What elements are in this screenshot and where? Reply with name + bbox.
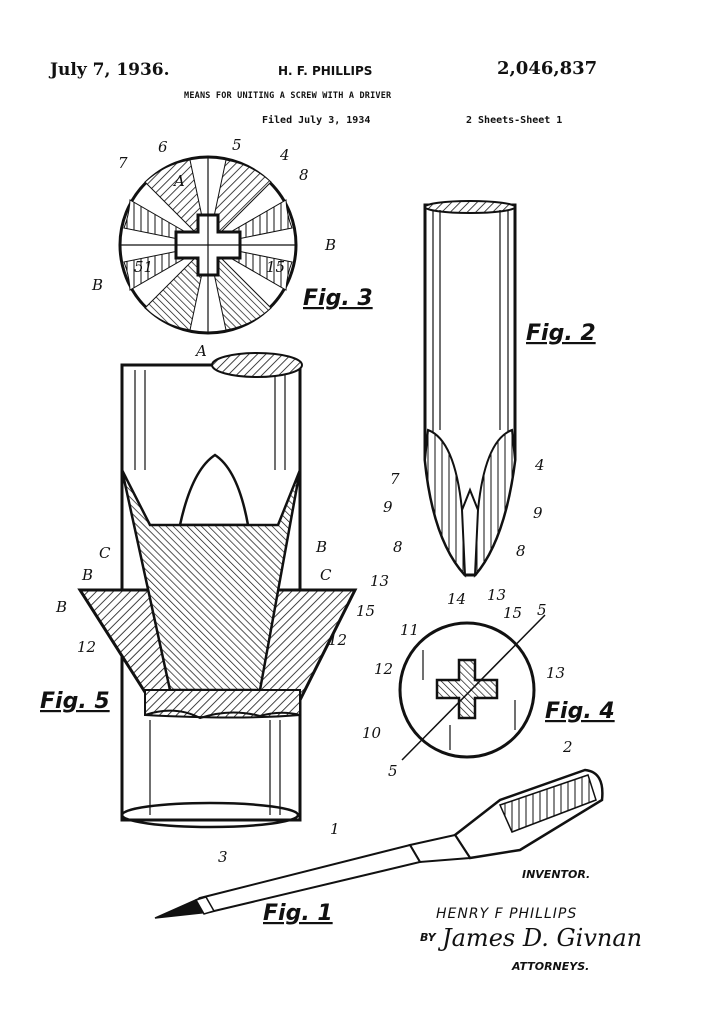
fig5-label-B-top: B [315, 538, 327, 556]
inventor-name: HENRY F PHILLIPS [436, 906, 577, 922]
fig1-label-2: 2 [562, 738, 573, 756]
fig4-label-14: 14 [447, 590, 466, 608]
fig2-label-8-left: 8 [393, 538, 403, 556]
fig5-label-13: 13 [370, 572, 389, 590]
fig1-drawing [154, 768, 604, 919]
fig4-label-11: 11 [400, 621, 419, 639]
fig2-label-4: 4 [534, 456, 545, 474]
fig5-label-B-low: B [55, 598, 67, 616]
fig2-label-8-right: 8 [516, 542, 526, 560]
fig3-drawing [118, 155, 298, 335]
fig5-label-C-left: C [99, 544, 111, 562]
attorney-signature: James D. Givnan [437, 924, 642, 952]
fig4-label-15: 15 [503, 604, 522, 622]
fig3-label-A-bottom: A [194, 342, 207, 360]
fig5-label-12-left: 12 [77, 638, 96, 656]
fig4-label-5-top: 5 [537, 601, 547, 619]
fig5-label-C-right: C [320, 566, 332, 584]
fig2-caption: Fig. 2 [526, 321, 596, 346]
patent-title: MEANS FOR UNITING A SCREW WITH A DRIVER [184, 91, 392, 101]
fig1-label-1: 1 [330, 820, 340, 838]
fig3-label-8: 8 [299, 166, 309, 184]
by-label: BY [420, 931, 437, 944]
fig5-drawing [77, 352, 358, 829]
fig5-label-12-right: 12 [328, 631, 347, 649]
fig1-caption: Fig. 1 [263, 901, 333, 926]
fig3-label-6: 6 [158, 138, 168, 156]
fig3-label-5: 5 [232, 136, 242, 154]
fig4-caption: Fig. 4 [545, 699, 615, 724]
fig4-label-13-top: 13 [487, 586, 506, 604]
fig2-label-7: 7 [390, 470, 400, 488]
fig3-label-15: 15 [266, 258, 285, 276]
fig2-label-9-left: 9 [383, 498, 393, 516]
fig3-label-A-top: A [172, 172, 185, 190]
sheet-count: 2 Sheets-Sheet 1 [466, 115, 563, 126]
fig5-label-15: 15 [356, 602, 375, 620]
fig5-label-B-mid: B [81, 566, 93, 584]
fig4-drawing [398, 614, 546, 761]
fig4-label-12: 12 [374, 660, 393, 678]
fig3-caption: Fig. 3 [303, 286, 373, 311]
fig3-label-51: 51 [134, 258, 153, 276]
patent-date: July 7, 1936. [50, 60, 170, 80]
fig3-label-B-right: B [324, 236, 336, 254]
inventor-label: INVENTOR. [522, 868, 590, 881]
fig2-label-9-right: 9 [533, 504, 543, 522]
fig3-label-B-left: B [91, 276, 103, 294]
fig2-drawing [423, 200, 517, 578]
fig1-label-3: 3 [218, 848, 228, 866]
fig3-label-4: 4 [279, 146, 290, 164]
attorneys-label: ATTORNEYS. [511, 960, 589, 973]
fig4-label-5-bottom: 5 [388, 762, 398, 780]
patent-number: 2,046,837 [497, 58, 598, 79]
fig4-label-13-right: 13 [546, 664, 565, 682]
fig5-caption: Fig. 5 [40, 689, 110, 714]
fig3-label-7: 7 [118, 154, 128, 172]
inventor-header: H. F. PHILLIPS [278, 64, 373, 78]
filed-date: Filed July 3, 1934 [262, 115, 371, 126]
fig4-label-10: 10 [362, 724, 382, 742]
